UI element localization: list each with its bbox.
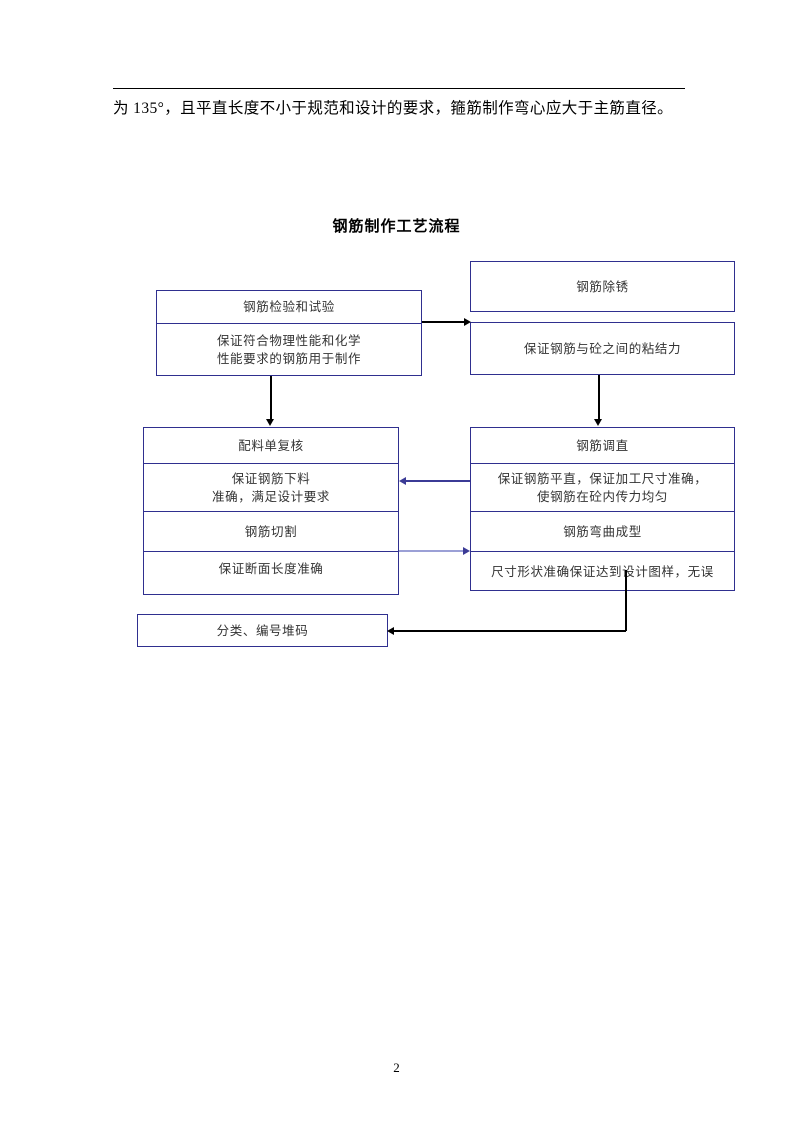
header-rule — [113, 88, 685, 89]
connector-cutting-to-bending — [399, 550, 465, 552]
node-inspection-step: 钢筋检验和试验 — [243, 300, 335, 314]
arrowhead-derusting-to-straightening — [594, 419, 602, 426]
node-sorting-step: 分类、编号堆码 — [216, 623, 309, 638]
connector-inspection-to-derusting — [422, 321, 468, 323]
connector-bending-to-sorting-vertical — [625, 570, 627, 631]
node-straightening-note: 保证钢筋平直，保证加工尺寸准确， 使钢筋在砼内传力均匀 — [471, 463, 734, 511]
node-bending-note: 尺寸形状准确保证达到设计图样，无误 — [471, 551, 734, 591]
arrowhead-inspection-to-batch-recheck — [266, 419, 274, 426]
node-inspection-note: 保证符合物理性能和化学 性能要求的钢筋用于制作 — [157, 323, 421, 376]
node-derusting-note: 保证钢筋与砼之间的粘结力 — [523, 341, 682, 356]
node-derusting-note-box: 保证钢筋与砼之间的粘结力 — [470, 322, 735, 375]
node-derusting-step-box: 钢筋除锈 — [470, 261, 735, 312]
node-cutting-note: 保证断面长度准确 — [144, 551, 398, 595]
connector-bending-to-sorting-horizontal — [394, 630, 626, 632]
node-derusting-step: 钢筋除锈 — [576, 279, 629, 294]
connector-inspection-to-batch-recheck — [270, 376, 272, 421]
node-batch-recheck-step: 配料单复核 — [238, 438, 304, 453]
node-group-left-middle: 配料单复核 保证钢筋下料 准确，满足设计要求 钢筋切割 保证断面长度准确 — [143, 427, 399, 595]
node-straightening-step: 钢筋调直 — [576, 438, 629, 453]
node-sorting: 分类、编号堆码 — [137, 614, 388, 647]
connector-derusting-to-straightening — [598, 375, 600, 421]
flowchart-title: 钢筋制作工艺流程 — [332, 217, 461, 235]
node-bending-step: 钢筋弯曲成型 — [471, 511, 734, 551]
arrowhead-inspection-to-derusting — [464, 318, 471, 326]
page-number: 2 — [393, 1060, 400, 1075]
connector-straightening-to-batch-recheck — [406, 480, 470, 482]
node-group-right-middle: 钢筋调直 保证钢筋平直，保证加工尺寸准确， 使钢筋在砼内传力均匀 钢筋弯曲成型 … — [470, 427, 735, 591]
arrowhead-bending-to-sorting — [387, 627, 394, 635]
arrowhead-straightening-to-batch-recheck — [399, 477, 406, 485]
node-inspection: 钢筋检验和试验 保证符合物理性能和化学 性能要求的钢筋用于制作 — [156, 290, 422, 376]
node-cutting-step: 钢筋切割 — [144, 511, 398, 551]
arrowhead-cutting-to-bending — [463, 547, 470, 555]
body-paragraph: 为 135°，且平直长度不小于规范和设计的要求，箍筋制作弯心应大于主筋直径。 — [113, 100, 674, 117]
node-batch-recheck-note: 保证钢筋下料 准确，满足设计要求 — [144, 463, 398, 511]
